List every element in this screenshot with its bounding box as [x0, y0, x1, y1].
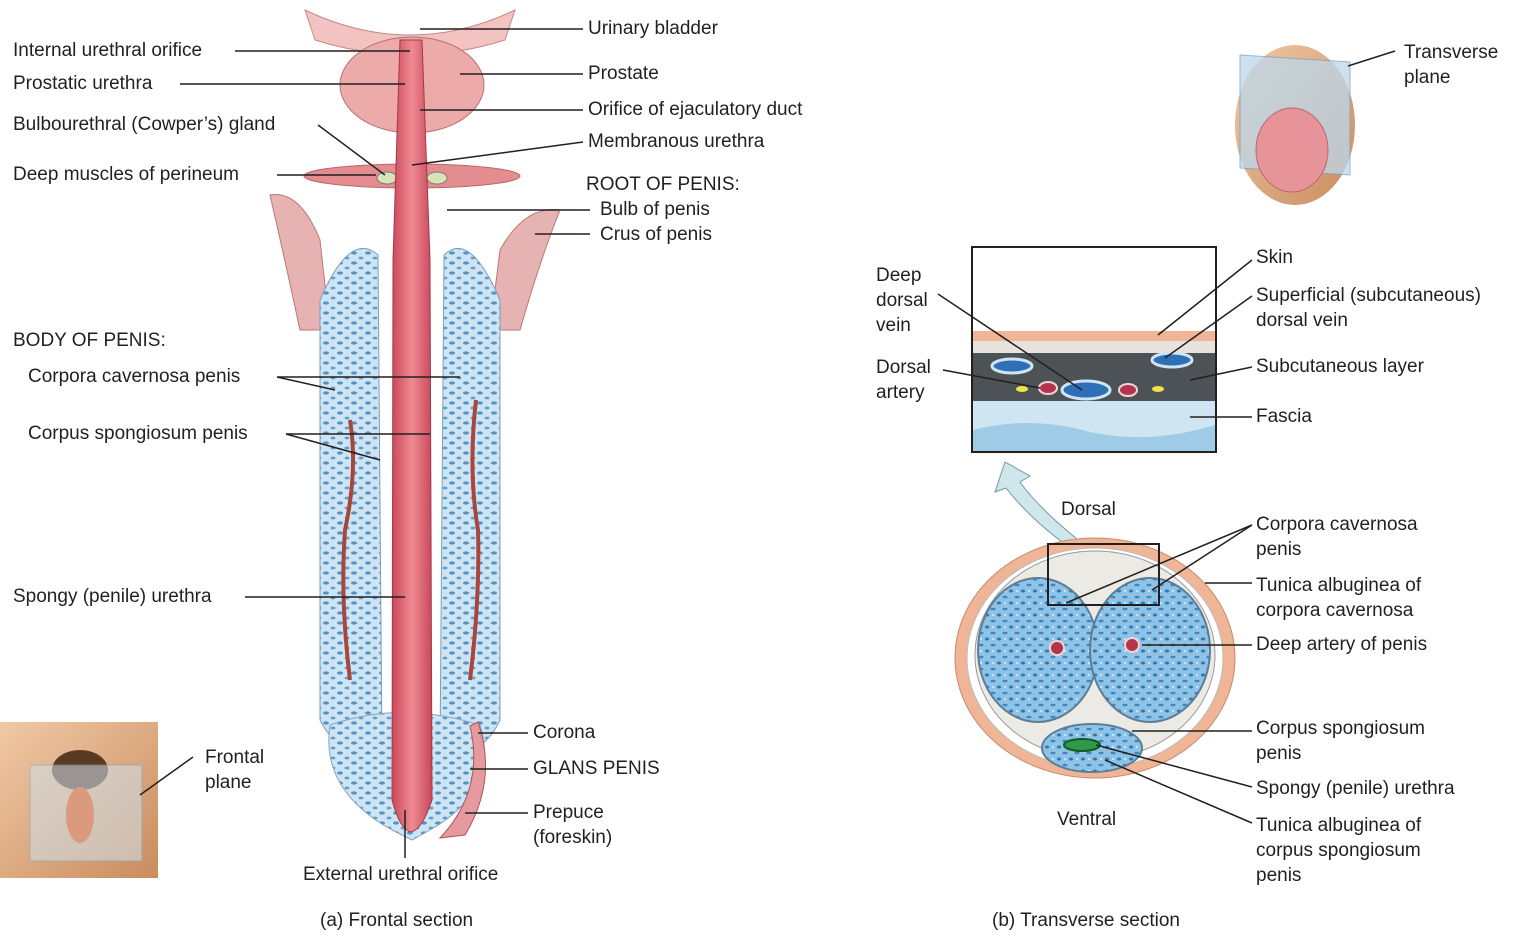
- label-bulb-of-penis: Bulb of penis: [600, 197, 710, 222]
- label-corpus-spongiosum-penis: Corpus spongiosum penis: [28, 421, 248, 446]
- label-subcutaneous-layer: Subcutaneous layer: [1256, 354, 1424, 379]
- label-corpus-spongiosum-penis-b: Corpus spongiosum penis: [1256, 716, 1425, 766]
- label-root-of-penis: ROOT OF PENIS:: [586, 172, 740, 197]
- label-bulbourethral-gland: Bulbourethral (Cowper’s) gland: [13, 112, 275, 137]
- label-deep-artery-of-penis: Deep artery of penis: [1256, 632, 1427, 657]
- transverse-section-drawing: [955, 538, 1235, 778]
- label-corpora-cavernosa-penis: Corpora cavernosa penis: [28, 364, 240, 389]
- bulbourethral-gland-left: [377, 172, 397, 184]
- caption-transverse-section: (b) Transverse section: [992, 910, 1180, 932]
- label-prostate: Prostate: [588, 61, 659, 86]
- label-corpora-cavernosa-penis-b: Corpora cavernosa penis: [1256, 512, 1418, 562]
- frontal-plane-inset: [0, 722, 158, 878]
- magnified-dorsal-inset: [972, 247, 1216, 452]
- label-spongy-urethra-a: Spongy (penile) urethra: [13, 584, 212, 609]
- label-deep-dorsal-vein: Deep dorsal vein: [876, 263, 928, 338]
- label-corona: Corona: [533, 720, 595, 745]
- label-glans-penis: GLANS PENIS: [533, 756, 660, 781]
- label-urinary-bladder: Urinary bladder: [588, 16, 718, 41]
- label-membranous-urethra: Membranous urethra: [588, 129, 764, 154]
- caption-frontal-section: (a) Frontal section: [320, 910, 473, 932]
- label-dorsal-artery: Dorsal artery: [876, 355, 931, 405]
- label-transverse-plane: Transverse plane: [1404, 40, 1498, 90]
- label-ventral: Ventral: [1057, 807, 1116, 832]
- label-tunica-albuginea-cavernosa: Tunica albuginea of corpora cavernosa: [1256, 573, 1421, 623]
- label-prepuce: Prepuce (foreskin): [533, 800, 612, 850]
- label-superficial-dorsal-vein: Superficial (subcutaneous) dorsal vein: [1256, 283, 1481, 333]
- label-prostatic-urethra: Prostatic urethra: [13, 71, 152, 96]
- label-external-urethral-orifice: External urethral orifice: [303, 862, 498, 887]
- label-frontal-plane: Frontal plane: [205, 745, 264, 795]
- spongy-urethra-shape: [392, 40, 432, 832]
- transverse-plane-inset: [1235, 45, 1355, 205]
- label-body-of-penis: BODY OF PENIS:: [13, 328, 166, 353]
- label-crus-of-penis: Crus of penis: [600, 222, 712, 247]
- bulbourethral-gland-right: [427, 172, 447, 184]
- label-internal-urethral-orifice: Internal urethral orifice: [13, 38, 202, 63]
- label-fascia: Fascia: [1256, 404, 1312, 429]
- frontal-section-drawing: [270, 10, 560, 840]
- label-orifice-ejaculatory-duct: Orifice of ejaculatory duct: [588, 97, 802, 122]
- label-dorsal: Dorsal: [1061, 497, 1116, 522]
- label-tunica-albuginea-spongiosum: Tunica albuginea of corpus spongiosum pe…: [1256, 813, 1421, 888]
- label-skin: Skin: [1256, 245, 1293, 270]
- label-deep-muscles-perineum: Deep muscles of perineum: [13, 162, 239, 187]
- label-spongy-urethra-b: Spongy (penile) urethra: [1256, 776, 1455, 801]
